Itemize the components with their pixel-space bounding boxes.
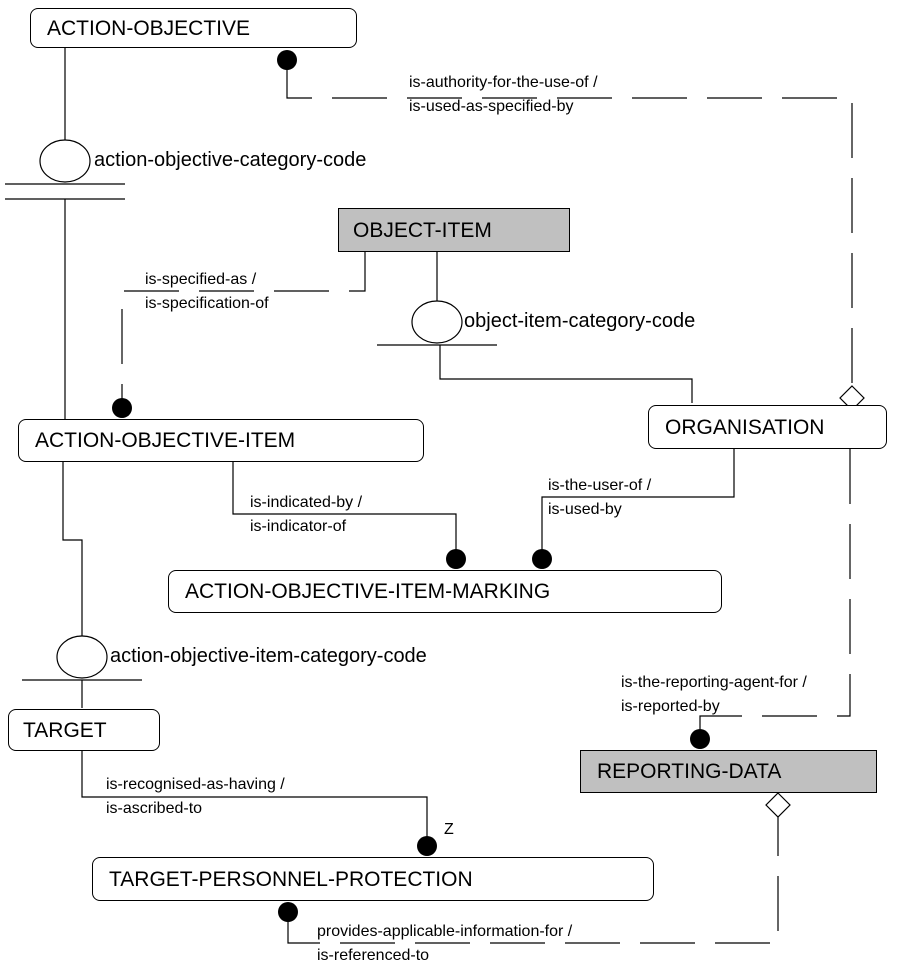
user-label-1: is-the-user-of / [548,477,652,494]
authority-dot [277,50,297,70]
entity-target[interactable]: TARGET [8,709,160,751]
indicated-label-1: is-indicated-by / [250,494,363,511]
entity-action-objective-item[interactable]: ACTION-OBJECTIVE-ITEM [18,419,424,462]
recognised-label-2: is-ascribed-to [106,800,203,817]
ao-category-code-label: action-objective-category-code [94,149,367,171]
specified-dot [112,398,132,418]
recognised-label-1: is-recognised-as-having / [106,776,285,793]
specified-label-1: is-specified-as / [145,271,257,288]
provides-dot [278,902,298,922]
provides-line [287,817,779,944]
oi-category-code-label: object-item-category-code [464,310,696,332]
entity-object-item[interactable]: OBJECT-ITEM [338,208,570,252]
indicated-dot [446,549,466,569]
authority-line [286,68,853,386]
reporting-agent-label-1: is-the-reporting-agent-for / [621,674,807,691]
specified-line [121,252,366,402]
recognised-dot [417,836,437,856]
provides-label-1: provides-applicable-information-for / [317,923,573,940]
indicated-label-2: is-indicator-of [250,518,347,535]
entity-reporting-data[interactable]: REPORTING-DATA [580,750,877,793]
specified-label-2: is-specification-of [145,295,269,312]
reporting-agent-dot [690,729,710,749]
entity-action-objective-item-marking[interactable]: ACTION-OBJECTIVE-ITEM-MARKING [168,570,722,613]
cardinality-z-marker: Z [444,821,454,838]
user-dot [532,549,552,569]
reporting-agent-line [699,449,851,733]
aoi-category-discriminator [56,635,108,679]
aoi-category-code-label: action-objective-item-category-code [110,645,427,667]
authority-label-2: is-used-as-specified-by [409,98,574,115]
recognised-line [81,751,428,840]
provides-label-2: is-referenced-to [317,947,430,964]
provides-diamond [765,792,791,818]
entity-organisation[interactable]: ORGANISATION [648,405,887,449]
entity-action-objective[interactable]: ACTION-OBJECTIVE [30,8,357,48]
entity-target-personnel-protection[interactable]: TARGET-PERSONNEL-PROTECTION [92,857,654,901]
ao-category-discriminator [39,139,91,183]
oi-category-discriminator [411,300,463,344]
aoi-to-category-line [62,462,83,636]
user-line [541,448,735,552]
oi-category-to-organisation-line [439,345,693,403]
user-label-2: is-used-by [548,501,622,518]
reporting-agent-label-2: is-reported-by [621,698,720,715]
authority-label-1: is-authority-for-the-use-of / [409,74,598,91]
indicated-line [232,462,457,552]
